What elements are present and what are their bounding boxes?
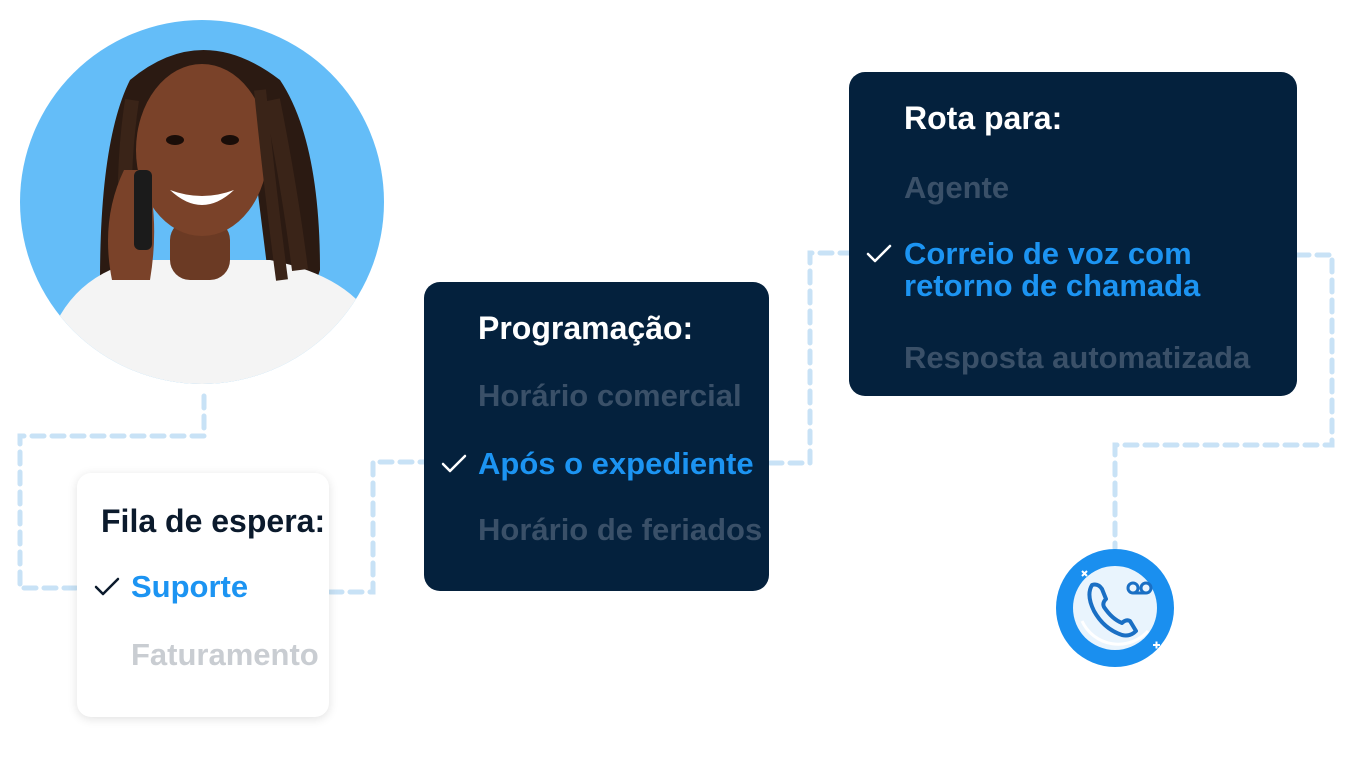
person-on-phone-photo <box>40 50 384 384</box>
queue-title: Fila de espera: <box>101 503 326 539</box>
caller-avatar <box>20 20 384 384</box>
route-option-voicemail[interactable]: Correio de voz com retorno de chamada <box>904 238 1200 302</box>
route-option-agent[interactable]: Agente <box>904 170 1010 205</box>
route-option-automated[interactable]: Resposta automatizada <box>904 340 1251 375</box>
schedule-option-business-hours[interactable]: Horário comercial <box>478 378 742 413</box>
route-option-voicemail-line1: Correio de voz com <box>904 236 1192 271</box>
check-icon <box>866 244 892 263</box>
phone-voicemail-icon <box>1056 549 1174 667</box>
schedule-card: Programação: Horário comercial Após o ex… <box>424 282 769 591</box>
check-icon <box>441 454 467 473</box>
schedule-option-after-hours[interactable]: Após o expediente <box>478 446 754 481</box>
queue-option-suporte[interactable]: Suporte <box>131 569 249 604</box>
route-option-voicemail-line2: retorno de chamada <box>904 268 1201 303</box>
route-title: Rota para: <box>904 100 1063 136</box>
connector-route-to-phone <box>1112 252 1335 551</box>
connector-queue-to-schedule <box>327 459 427 595</box>
connector-schedule-to-route <box>767 250 852 466</box>
check-icon <box>94 577 120 596</box>
schedule-option-holidays[interactable]: Horário de feriados <box>478 512 763 547</box>
route-card: Rota para: Agente Correio de voz com ret… <box>849 72 1297 396</box>
queue-card: Fila de espera: Suporte Faturamento <box>77 473 329 717</box>
schedule-title: Programação: <box>478 310 694 346</box>
connector-avatar-to-queue <box>17 393 207 591</box>
queue-option-faturamento[interactable]: Faturamento <box>131 637 319 672</box>
